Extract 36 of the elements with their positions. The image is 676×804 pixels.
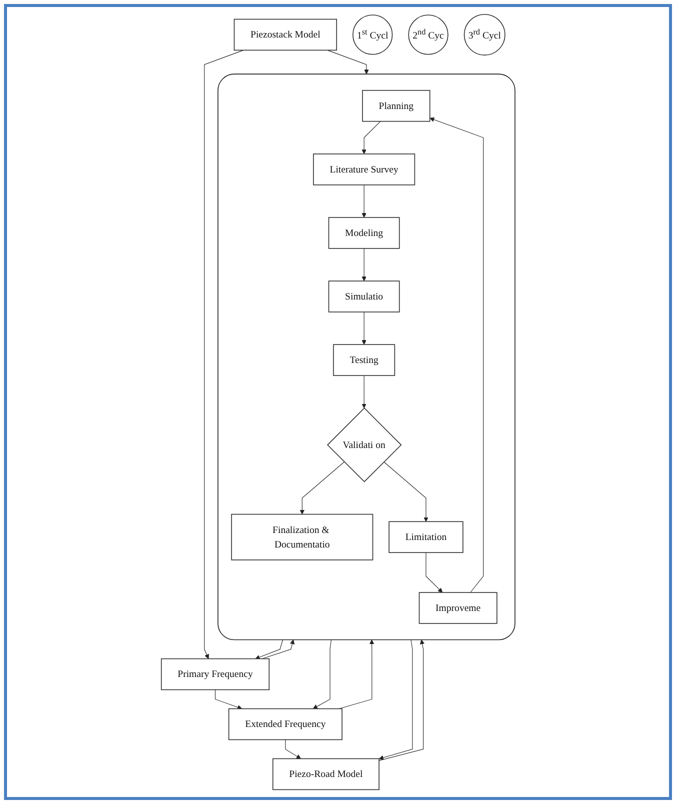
arrow [285,739,301,759]
node-box: Simulatio [328,280,400,312]
arrow [362,184,366,218]
node-diamond: Validati on [326,408,402,482]
arrow [338,640,374,709]
arrow [362,375,366,408]
arrow [378,640,424,761]
node-circle: 2$^{nd}$ Cyc [408,14,448,55]
node-circle: 3$^{rd}$ Cycl [464,14,506,56]
arrow [204,50,244,659]
node-box: Testing [332,344,395,376]
node-box: Modeling [328,217,400,249]
arrow [426,552,442,593]
arrow [326,50,369,74]
arrow [362,312,366,345]
cluster [217,74,516,640]
arrow [254,639,283,660]
arrow [214,689,242,710]
arrow [362,121,381,154]
arrow [312,639,332,709]
node-box: Primary Frequency [160,658,270,690]
arrow [300,462,344,514]
node-box: Piezo-Road Model [272,758,380,790]
arrow [383,462,428,522]
node-box: Improveme [418,592,498,624]
node-box: Extended Frequency [228,708,342,740]
arrow [429,117,484,593]
arrow [362,248,366,282]
arrow [262,640,294,660]
node-box: Limitation [388,521,464,553]
node-box: Planning [362,90,430,122]
arrow [378,639,413,760]
node-box: Piezostack Model [234,18,337,51]
node-box: Literature Survey [312,154,415,186]
node-box: Finalization & Documentatio [230,514,373,560]
node-circle: 1$^{st}$ Cycl [352,14,393,55]
